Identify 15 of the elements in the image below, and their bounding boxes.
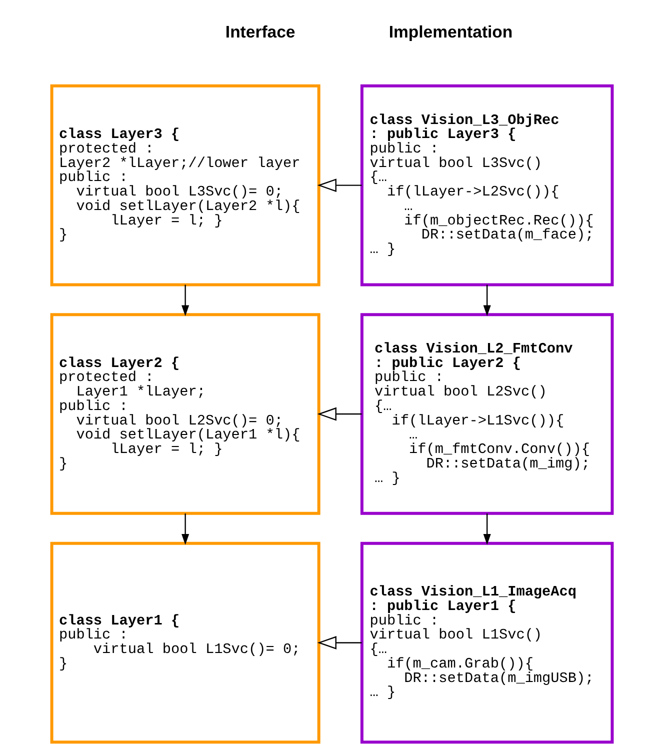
arrow [182,284,190,316]
node-box: class Vision_L3_ObjRec : public Layer3 { public : virtual bool L3Svc() {… if(lLayer->L2Svc()){ … if(m_objectRec.Rec()){ DR::setData(m_face); … } [360,84,614,286]
node-box: class Vision_L1_ImageAcq : public Layer1 { public : virtual bool L1Svc() {… if(m_cam.Grab()){ DR::setData(m_imgUSB); … } [360,542,614,744]
node-box: class Layer3 { protected : Layer2 *lLayer;//lower layer public : virtual bool L3Svc()= 0; void setlLayer(Layer2 *l){ lLayer = l; } } [50,84,320,286]
arrow [317,407,362,421]
label: Implementation [388,22,513,42]
arrow [483,284,491,316]
node-box: class Layer2 { protected : Layer1 *lLayer; public : virtual bool L2Svc()= 0; void setlLayer(Layer1 *l){ lLayer = l; } } [50,313,320,515]
label: Interface [225,22,296,42]
arrow [182,514,190,545]
arrow [317,636,362,650]
arrow [317,178,362,192]
arrow [483,514,491,545]
node-box: class Layer1 { public : virtual bool L1Svc()= 0; } [50,542,320,744]
node-box: class Vision_L2_FmtConv : public Layer2 { public : virtual bool L2Svc() {… if(lLayer->L1Svc()){ … if(m_fmtConv.Conv()){ DR::setData(m_img); … } [360,313,614,515]
